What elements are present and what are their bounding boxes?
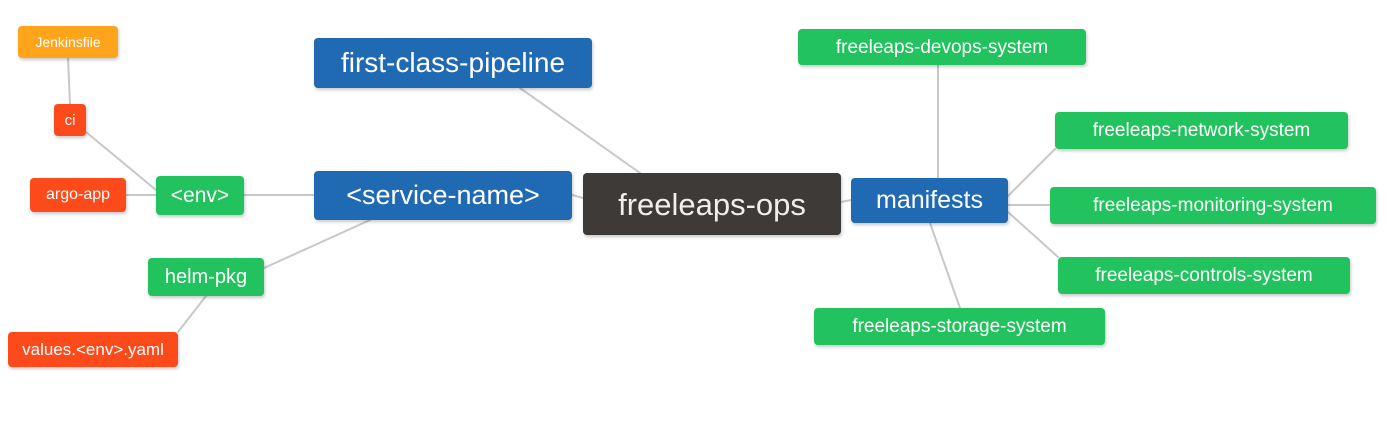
node-label-argo-app: argo-app <box>45 186 111 203</box>
node-freeleaps-monitoring-system[interactable]: freeleaps-monitoring-system <box>1050 187 1376 224</box>
node-label-freeleaps-network-system: freeleaps-network-system <box>1092 120 1311 141</box>
node-service-name[interactable]: <service-name> <box>314 171 572 220</box>
edge-manifests-to-freeleaps-network-system <box>1007 148 1056 197</box>
node-label-ci: ci <box>64 111 76 129</box>
node-label-first-class-pipeline: first-class-pipeline <box>340 47 566 78</box>
node-label-freeleaps-devops-system: freeleaps-devops-system <box>835 36 1049 58</box>
node-freeleaps-controls-system[interactable]: freeleaps-controls-system <box>1058 257 1350 294</box>
node-manifests[interactable]: manifests <box>851 178 1008 223</box>
edge-freeleaps-ops-to-manifests <box>840 199 852 203</box>
node-first-class-pipeline[interactable]: first-class-pipeline <box>314 38 592 88</box>
edge-first-class-pipeline-to-freeleaps-ops <box>519 87 641 174</box>
node-label-freeleaps-controls-system: freeleaps-controls-system <box>1095 265 1313 286</box>
node-label-manifests: manifests <box>876 186 983 214</box>
edge-service-name-to-freeleaps-ops <box>571 194 584 199</box>
node-env[interactable]: <env> <box>156 176 244 215</box>
node-label-freeleaps-monitoring-system: freeleaps-monitoring-system <box>1093 195 1333 216</box>
edge-values-yaml-to-helm-pkg <box>177 295 207 333</box>
node-label-jenkinsfile: Jenkinsfile <box>35 34 101 50</box>
node-freeleaps-network-system[interactable]: freeleaps-network-system <box>1055 112 1348 149</box>
node-label-env: <env> <box>170 184 230 207</box>
node-label-freeleaps-ops: freeleaps-ops <box>618 186 806 222</box>
node-ci[interactable]: ci <box>54 104 86 136</box>
node-freeleaps-storage-system[interactable]: freeleaps-storage-system <box>814 308 1105 345</box>
node-freeleaps-devops-system[interactable]: freeleaps-devops-system <box>798 29 1086 65</box>
edge-jenkinsfile-to-ci <box>67 57 71 105</box>
node-helm-pkg[interactable]: helm-pkg <box>148 258 264 296</box>
node-label-freeleaps-storage-system: freeleaps-storage-system <box>852 316 1067 337</box>
node-label-helm-pkg: helm-pkg <box>164 266 248 288</box>
node-label-values-yaml: values.<env>.yaml <box>22 340 164 359</box>
node-label-service-name: <service-name> <box>346 180 540 210</box>
node-values-yaml[interactable]: values.<env>.yaml <box>8 332 178 367</box>
node-freeleaps-ops[interactable]: freeleaps-ops <box>583 173 841 235</box>
edge-helm-pkg-to-service-name <box>263 219 371 269</box>
node-jenkinsfile[interactable]: Jenkinsfile <box>18 26 118 58</box>
node-argo-app[interactable]: argo-app <box>30 178 126 212</box>
edge-manifests-to-freeleaps-storage-system <box>929 222 961 309</box>
